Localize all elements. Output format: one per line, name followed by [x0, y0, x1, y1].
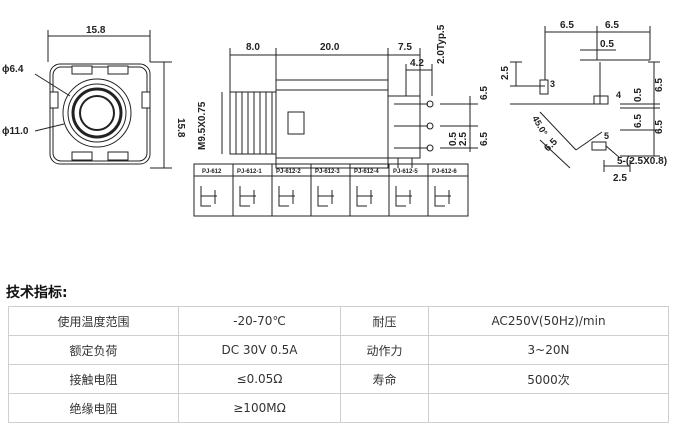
side-small-dim: 4.2 — [410, 58, 424, 69]
spec-value: ≤0.05Ω — [178, 364, 341, 394]
spec-value: ≥100MΩ — [178, 393, 341, 423]
spec-label: 接触电阻 — [8, 364, 179, 394]
table-row: 接触电阻 ≤0.05Ω 寿命 5000次 — [8, 364, 669, 394]
spec-value — [428, 393, 669, 423]
side-typ-label: 2.0Typ.5 — [436, 24, 447, 64]
pin-right-dim-1: 6.5 — [654, 78, 665, 92]
model-variants-strip — [193, 163, 469, 217]
pad-size-label: 5-(2.5X0.8) — [617, 156, 667, 167]
side-dim-right: 7.5 — [398, 42, 412, 53]
model-label-1: PJ-612 — [202, 169, 222, 175]
outer-diameter-label: ϕ11.0 — [2, 126, 29, 137]
spec-label: 使用温度范围 — [8, 306, 179, 336]
side-bottom-dim-1: 0.5 — [448, 132, 459, 146]
front-view — [34, 30, 172, 169]
pin-number-4: 4 — [616, 90, 621, 100]
thread-label: M9.5X0.75 — [197, 101, 208, 150]
side-bottom-dim-2: 2.5 — [458, 132, 469, 146]
spec-label: 动作力 — [340, 335, 429, 365]
pin-top-dim-1: 6.5 — [560, 20, 574, 31]
inner-diameter-label: ϕ6.4 — [2, 64, 24, 75]
pin-top-small-dim: 0.5 — [600, 39, 614, 50]
model-label-5: PJ-612-4 — [354, 169, 379, 175]
pin-diagonal-dim: 6.5 — [542, 136, 560, 154]
model-label-7: PJ-612-6 — [432, 169, 457, 175]
spec-value: DC 30V 0.5A — [178, 335, 341, 365]
table-row: 使用温度范围 -20-70℃ 耐压 AC250V(50Hz)/min — [8, 306, 669, 336]
spec-table: 使用温度范围 -20-70℃ 耐压 AC250V(50Hz)/min 额定负荷 … — [8, 306, 669, 423]
table-row: 额定负荷 DC 30V 0.5A 动作力 3~20N — [8, 335, 669, 365]
spec-value: 5000次 — [428, 364, 669, 394]
pin-right-dim-3: 6.5 — [633, 114, 644, 128]
front-height-dim: 15.8 — [175, 118, 186, 138]
spec-label: 耐压 — [340, 306, 429, 336]
spec-value: 3~20N — [428, 335, 669, 365]
side-view — [221, 48, 478, 169]
pin-number-5: 5 — [604, 131, 609, 141]
spec-heading: 技术指标: — [6, 285, 68, 301]
pin-bottom-dim: 2.5 — [613, 173, 627, 184]
pin-left-dim: 2.5 — [500, 66, 511, 80]
pin-angle-label: 45.0° — [530, 114, 549, 138]
model-label-2: PJ-612-1 — [237, 169, 262, 175]
spec-label: 寿命 — [340, 364, 429, 394]
side-right-dim-1: 6.5 — [479, 86, 490, 100]
model-label-3: PJ-612-2 — [276, 169, 301, 175]
pin-right-dim-4: 6.5 — [654, 120, 665, 134]
technical-drawing: 15.8 15.8 ϕ6.4 ϕ11.0 — [2, 20, 667, 217]
side-right-dim-2: 6.5 — [479, 132, 490, 146]
spec-value: -20-70℃ — [178, 306, 341, 336]
spec-label — [340, 393, 429, 423]
pin-top-dim-2: 6.5 — [605, 20, 619, 31]
side-dim-left: 8.0 — [246, 42, 260, 53]
side-dim-middle: 20.0 — [320, 42, 340, 53]
pin-right-dim-2: 0.5 — [633, 88, 644, 102]
spec-label: 绝缘电阻 — [8, 393, 179, 423]
model-label-6: PJ-612-5 — [393, 169, 418, 175]
model-label-4: PJ-612-3 — [315, 169, 340, 175]
pin-number-3: 3 — [550, 79, 555, 89]
table-row: 绝缘电阻 ≥100MΩ — [8, 393, 669, 423]
spec-value: AC250V(50Hz)/min — [428, 306, 669, 336]
spec-label: 额定负荷 — [8, 335, 179, 365]
front-width-dim: 15.8 — [86, 25, 106, 36]
pin-layout-view — [510, 26, 660, 172]
